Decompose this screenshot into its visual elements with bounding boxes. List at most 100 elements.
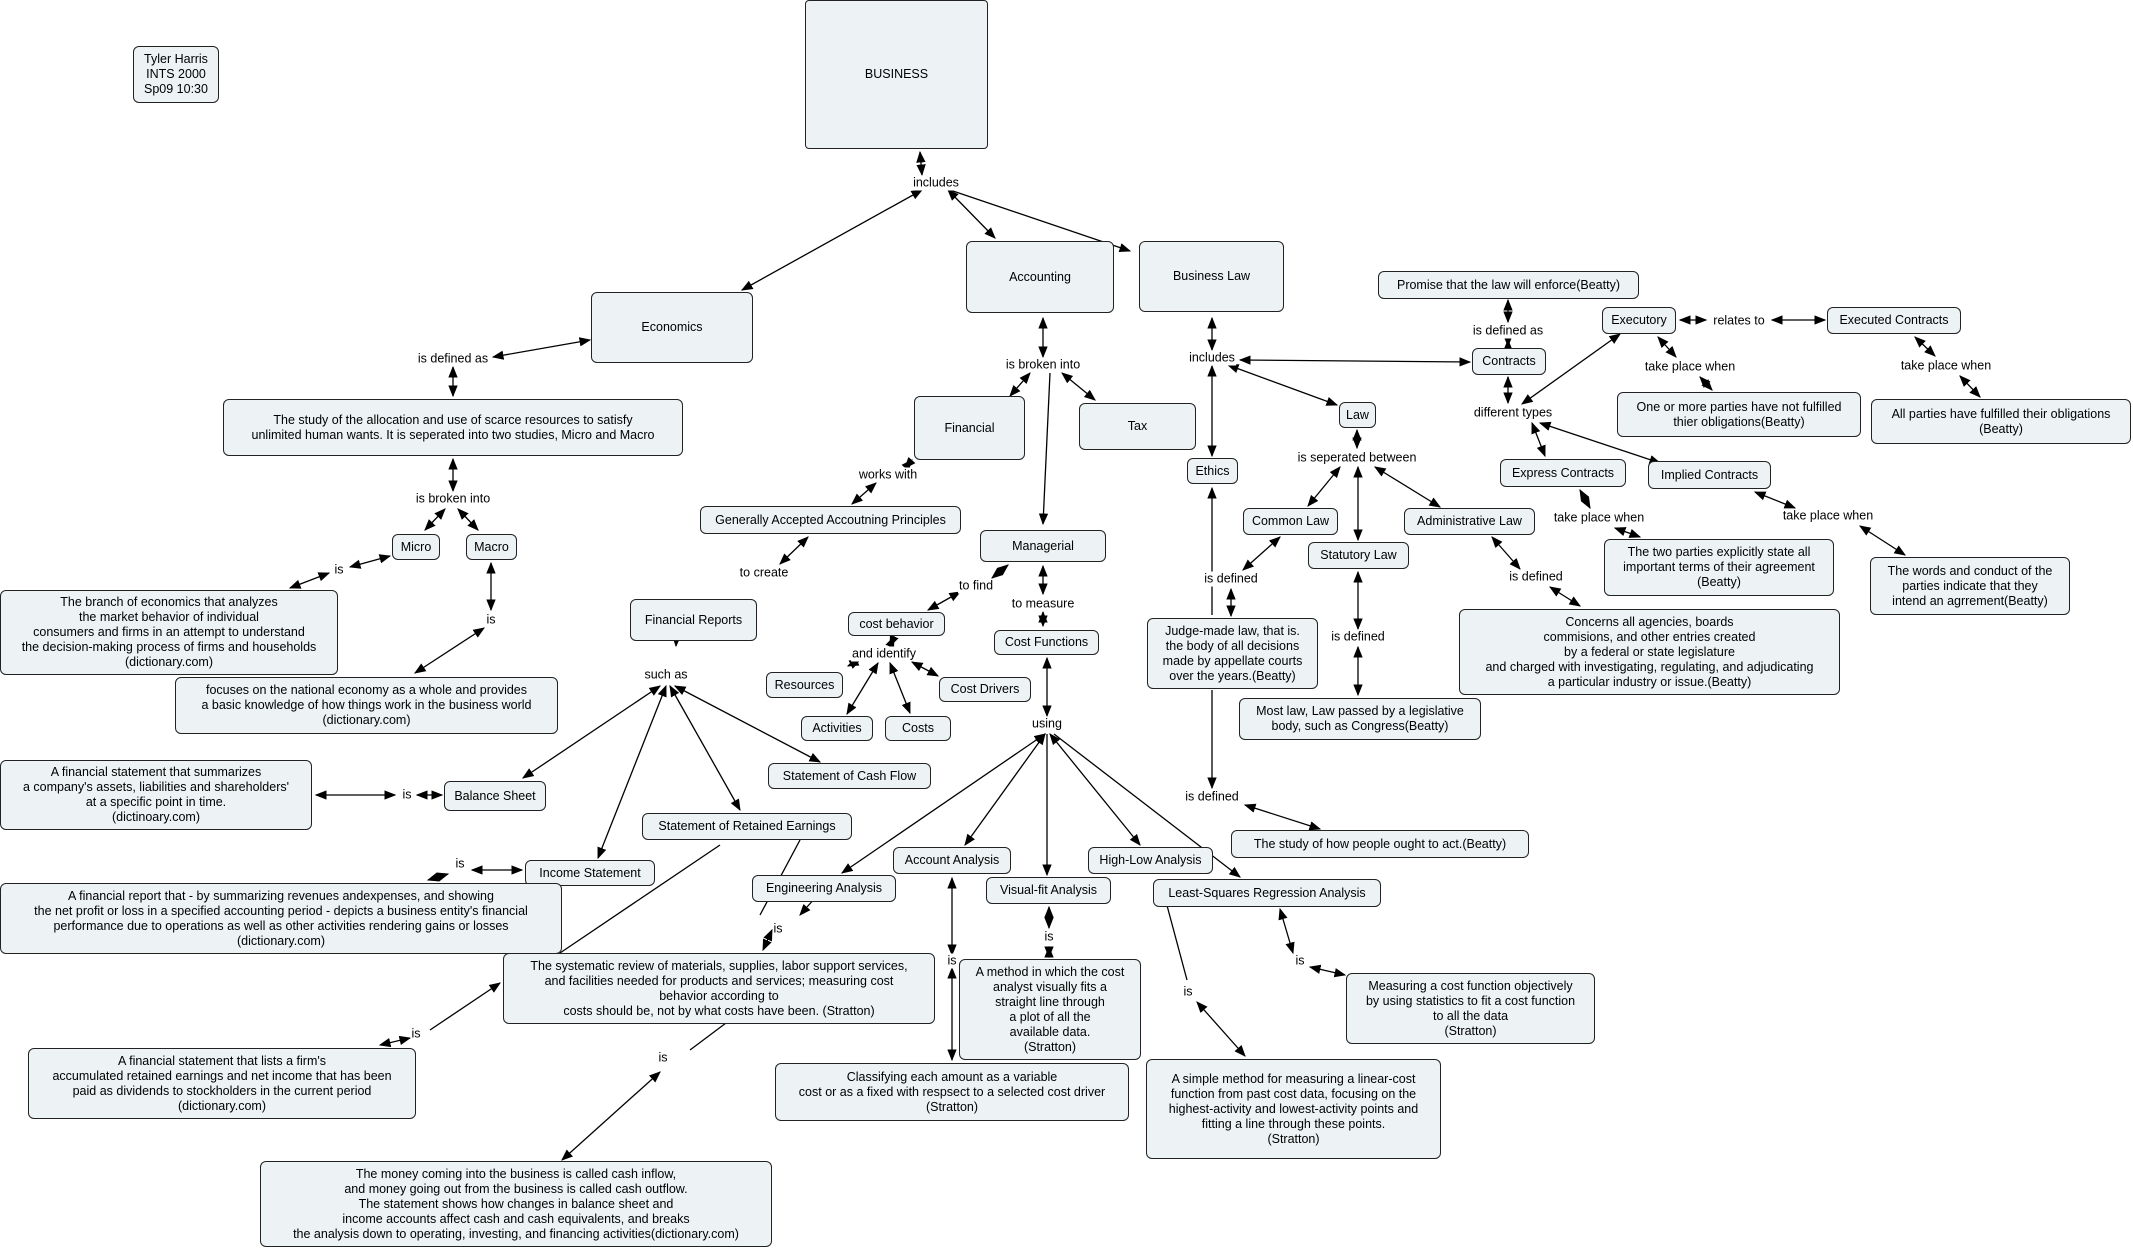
node-economics[interactable]: Economics bbox=[591, 292, 753, 363]
node-common-law-definition[interactable]: Judge-made law, that is. the body of all… bbox=[1147, 618, 1318, 689]
node-income-definition[interactable]: A financial report that - by summarizing… bbox=[0, 883, 562, 954]
connection-line bbox=[348, 554, 392, 569]
connection-line bbox=[885, 634, 899, 649]
connection-line bbox=[288, 572, 331, 589]
node-ethics[interactable]: Ethics bbox=[1187, 458, 1238, 484]
node-business[interactable]: BUSINESS bbox=[805, 0, 988, 149]
node-executed-contracts[interactable]: Executed Contracts bbox=[1827, 307, 1961, 334]
label-is-balance: is bbox=[401, 787, 413, 803]
node-accounting[interactable]: Accounting bbox=[966, 241, 1114, 313]
connection-line bbox=[1859, 525, 1906, 556]
node-law[interactable]: Law bbox=[1339, 402, 1376, 428]
node-balance-sheet-definition[interactable]: A financial statement that summarizes a … bbox=[0, 760, 312, 830]
node-executory-definition[interactable]: One or more parties have not fulfilled t… bbox=[1617, 392, 1861, 437]
connection-line bbox=[964, 733, 1046, 846]
node-resources[interactable]: Resources bbox=[766, 672, 843, 698]
node-engineering-analysis[interactable]: Engineering Analysis bbox=[752, 875, 896, 902]
node-micro[interactable]: Micro bbox=[392, 534, 440, 560]
connection-line bbox=[1308, 964, 1347, 978]
node-executed-definition[interactable]: All parties have fulfilled their obligat… bbox=[1871, 399, 2131, 444]
node-tax[interactable]: Tax bbox=[1079, 403, 1196, 450]
label-such-as: such as bbox=[643, 667, 689, 683]
node-micro-definition[interactable]: The branch of economics that analyzes th… bbox=[0, 590, 338, 675]
node-executory[interactable]: Executory bbox=[1602, 307, 1676, 334]
node-visual-definition[interactable]: A method in which the cost analyst visua… bbox=[959, 959, 1141, 1060]
node-cost-behavior[interactable]: cost behavior bbox=[848, 612, 945, 636]
connection-line bbox=[1549, 586, 1581, 607]
connection-line bbox=[424, 508, 446, 531]
label-different-types: different types bbox=[1472, 405, 1554, 421]
node-cost-drivers[interactable]: Cost Drivers bbox=[939, 677, 1031, 702]
node-macro[interactable]: Macro bbox=[466, 534, 517, 560]
label-is-broken-into-acc: is broken into bbox=[1004, 357, 1082, 373]
label-to-measure: to measure bbox=[1010, 596, 1076, 612]
node-retained-earnings[interactable]: Statement of Retained Earnings bbox=[642, 813, 852, 840]
node-cashflow-definition[interactable]: The money coming into the business is ca… bbox=[260, 1161, 772, 1247]
node-administrative-law-definition[interactable]: Concerns all agencies, boards commisions… bbox=[1459, 609, 1840, 695]
connection-line bbox=[1613, 527, 1642, 538]
node-income-statement[interactable]: Income Statement bbox=[525, 860, 655, 886]
connection-line bbox=[689, 1019, 731, 1051]
connection-line bbox=[916, 150, 926, 177]
connection-line bbox=[1038, 372, 1051, 526]
connection-line bbox=[1049, 733, 1141, 846]
connection-line bbox=[378, 1035, 412, 1048]
node-balance-sheet[interactable]: Balance Sheet bbox=[444, 781, 546, 811]
node-cash-flow[interactable]: Statement of Cash Flow bbox=[768, 763, 931, 789]
node-visual-fit-analysis[interactable]: Visual-fit Analysis bbox=[986, 877, 1111, 904]
node-express-definition[interactable]: The two parties explicitly state all imp… bbox=[1604, 539, 1834, 596]
label-is-defined-ethics: is defined bbox=[1184, 789, 1240, 805]
connection-line bbox=[910, 661, 940, 677]
node-account-analysis[interactable]: Account Analysis bbox=[893, 847, 1011, 874]
connection-line bbox=[740, 189, 924, 291]
connection-line bbox=[429, 982, 501, 1031]
label-to-create: to create bbox=[738, 565, 790, 581]
label-works-with: works with bbox=[857, 467, 919, 483]
node-account-definition[interactable]: Classifying each amount as a variable co… bbox=[775, 1063, 1129, 1121]
node-activities[interactable]: Activities bbox=[801, 716, 873, 741]
label-is-highlow: is bbox=[1182, 984, 1194, 1000]
connection-line bbox=[1307, 466, 1341, 507]
node-highlow-definition[interactable]: A simple method for measuring a linear-c… bbox=[1146, 1059, 1441, 1159]
author-box[interactable]: Tyler Harris INTS 2000 Sp09 10:30 bbox=[133, 46, 219, 103]
node-econ-definition[interactable]: The study of the allocation and use of s… bbox=[223, 399, 683, 456]
connection-line bbox=[1238, 355, 1472, 367]
connection-line bbox=[669, 684, 741, 812]
label-is-macro: is bbox=[485, 612, 497, 628]
connection-line bbox=[1959, 375, 1981, 398]
node-gaap[interactable]: Generally Accepted Accoutning Principles bbox=[700, 506, 961, 534]
node-least-squares-definition[interactable]: Measuring a cost function objectively by… bbox=[1346, 973, 1595, 1044]
node-retained-definition[interactable]: A financial statement that lists a firm'… bbox=[28, 1048, 416, 1119]
label-to-find: to find bbox=[957, 578, 995, 594]
node-implied-contracts[interactable]: Implied Contracts bbox=[1648, 461, 1771, 489]
connection-line bbox=[1531, 421, 1546, 458]
node-common-law[interactable]: Common Law bbox=[1243, 508, 1338, 535]
connection-line bbox=[1278, 907, 1295, 955]
connection-line bbox=[889, 661, 911, 715]
node-costs[interactable]: Costs bbox=[885, 716, 951, 741]
node-statutory-law[interactable]: Statutory Law bbox=[1308, 542, 1409, 569]
node-promise[interactable]: Promise that the law will enforce(Beatty… bbox=[1378, 271, 1639, 299]
node-high-low-analysis[interactable]: High-Low Analysis bbox=[1088, 847, 1213, 874]
connection-line bbox=[779, 536, 809, 565]
node-financial[interactable]: Financial bbox=[914, 396, 1025, 460]
node-statutory-law-definition[interactable]: Most law, Law passed by a legislative bo… bbox=[1239, 698, 1481, 740]
connection-line bbox=[1491, 536, 1521, 570]
node-managerial[interactable]: Managerial bbox=[980, 530, 1106, 562]
node-financial-reports[interactable]: Financial Reports bbox=[630, 599, 757, 641]
node-ethics-definition[interactable]: The study of how people ought to act.(Be… bbox=[1231, 830, 1529, 858]
connection-line bbox=[1226, 364, 1339, 406]
node-engineering-definition[interactable]: The systematic review of materials, supp… bbox=[503, 953, 935, 1024]
node-express-contracts[interactable]: Express Contracts bbox=[1500, 459, 1626, 487]
node-contracts[interactable]: Contracts bbox=[1472, 348, 1546, 375]
node-administrative-law[interactable]: Administrative Law bbox=[1404, 508, 1535, 535]
label-is-defined-as-contracts: is defined as bbox=[1471, 323, 1545, 339]
connection-line bbox=[762, 928, 773, 952]
node-macro-definition[interactable]: focuses on the national economy as a who… bbox=[175, 677, 558, 734]
node-cost-functions[interactable]: Cost Functions bbox=[994, 630, 1099, 655]
node-business-law[interactable]: Business Law bbox=[1139, 241, 1284, 312]
connection-line bbox=[1914, 336, 1936, 357]
node-implied-definition[interactable]: The words and conduct of the parties ind… bbox=[1870, 557, 2070, 615]
connection-line bbox=[1061, 372, 1096, 401]
node-least-squares-analysis[interactable]: Least-Squares Regression Analysis bbox=[1153, 879, 1381, 907]
